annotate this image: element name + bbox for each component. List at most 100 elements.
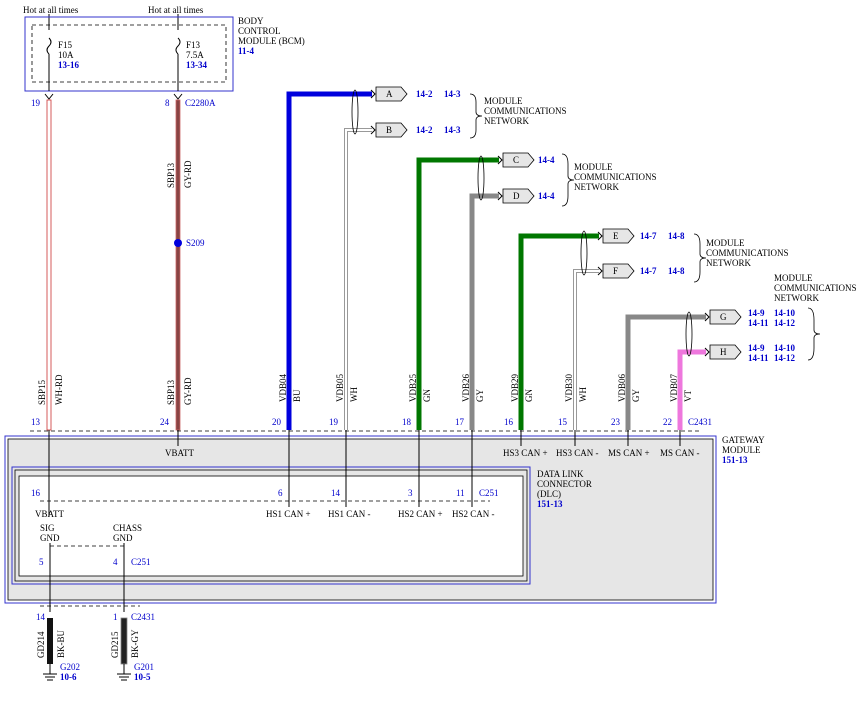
wire-vdb07 bbox=[677, 349, 706, 430]
ground-g202-name: G202 bbox=[60, 662, 80, 672]
can-wire-circuit: VDB05 bbox=[335, 373, 345, 402]
ground-section: 14 1 C2431 GD214 BK-BU GD215 BK-GY G202 … bbox=[36, 560, 155, 682]
connector-flag[interactable] bbox=[602, 263, 635, 279]
network-4-title-3: NETWORK bbox=[774, 293, 819, 303]
dlc-vbatt: VBATT bbox=[35, 509, 65, 519]
connector-flag[interactable] bbox=[502, 152, 535, 168]
connector-flag[interactable] bbox=[602, 228, 635, 244]
wire-sbp15-circuit: SBP15 bbox=[37, 379, 47, 405]
flag-ref-link[interactable]: 14-4 bbox=[538, 155, 555, 165]
connector-flag[interactable] bbox=[709, 309, 742, 325]
can-wire-circuit: VDB06 bbox=[617, 373, 627, 402]
flag-ref-link[interactable]: 14-7 bbox=[640, 231, 657, 241]
flag-ref-link[interactable]: 14-11 bbox=[748, 353, 769, 363]
power-wires: S209 SBP13 GY-RD SBP15 WH-RD SBP13 GY-RD bbox=[37, 93, 205, 431]
can-wire-color: WH bbox=[578, 387, 588, 402]
hot-label-left: Hot at all times bbox=[23, 5, 79, 15]
ground-icon bbox=[117, 673, 131, 681]
fuse-f15-name: F15 bbox=[58, 40, 73, 50]
connector-flag[interactable] bbox=[709, 344, 742, 360]
arrow-right-icon bbox=[597, 266, 603, 276]
flag-ref-link[interactable]: 14-12 bbox=[774, 318, 795, 328]
dlc-outer-outline bbox=[11, 466, 531, 585]
flag-ref-link[interactable]: 14-8 bbox=[668, 231, 685, 241]
network-4-title-2: COMMUNICATIONS bbox=[774, 283, 857, 293]
bcm-ref[interactable]: 11-4 bbox=[238, 46, 255, 56]
arrow-right-icon bbox=[370, 125, 376, 135]
flag-ref-link[interactable]: 14-11 bbox=[748, 318, 769, 328]
dlc-hs2-plus: HS2 CAN + bbox=[398, 509, 443, 519]
gateway-title-2: MODULE bbox=[722, 445, 761, 455]
network-2-title-1: MODULE bbox=[574, 162, 613, 172]
network-3-title-1: MODULE bbox=[706, 238, 745, 248]
dlc-pin-5: 5 bbox=[39, 557, 44, 567]
bcm-title-1: BODY bbox=[238, 16, 264, 26]
dlc-chass-1: CHASS bbox=[113, 523, 142, 533]
flag-ref-link[interactable]: 14-3 bbox=[444, 125, 461, 135]
twisted-pair-icon bbox=[477, 155, 485, 201]
network-titles: MODULE COMMUNICATIONS NETWORK MODULE COM… bbox=[469, 93, 857, 361]
wire-vdb05 bbox=[345, 129, 372, 430]
arrow-right-icon bbox=[497, 191, 503, 201]
arrow-right-icon bbox=[370, 89, 376, 99]
ground-g201-ref[interactable]: 10-5 bbox=[134, 672, 151, 682]
wire-gd215-color: BK-GY bbox=[130, 629, 140, 658]
connector-flag[interactable] bbox=[502, 188, 535, 204]
bcm-title-2: CONTROL bbox=[238, 26, 281, 36]
can-wire-pin: 19 bbox=[329, 417, 339, 427]
dlc-sig-1: SIG bbox=[40, 523, 55, 533]
flag-ref-link[interactable]: 14-2 bbox=[416, 89, 433, 99]
gateway-pin-24: 24 bbox=[160, 417, 170, 427]
bcm-outline bbox=[24, 16, 234, 92]
flag-ref-link[interactable]: 14-12 bbox=[774, 353, 795, 363]
flag-letter: C bbox=[513, 155, 519, 165]
flag-ref-link[interactable]: 14-9 bbox=[748, 343, 765, 353]
network-1-title-1: MODULE bbox=[484, 96, 523, 106]
dlc-ref[interactable]: 151-13 bbox=[537, 499, 563, 509]
flag-ref-link[interactable]: 14-4 bbox=[538, 191, 555, 201]
wire-sbp13-color-bot: GY-RD bbox=[183, 377, 193, 405]
ground-pin-14: 14 bbox=[36, 612, 46, 622]
wire-vdb26 bbox=[469, 193, 499, 430]
can-wire-color: VT bbox=[683, 390, 693, 402]
gateway-hs3-plus: HS3 CAN + bbox=[503, 448, 548, 458]
splice-s209-dot bbox=[174, 239, 182, 247]
gateway-connector: C2431 bbox=[688, 417, 712, 427]
gateway-ref[interactable]: 151-13 bbox=[722, 455, 748, 465]
flag-ref-link[interactable]: 14-2 bbox=[416, 125, 433, 135]
flag-ref-link[interactable]: 14-3 bbox=[444, 89, 461, 99]
wire-gd214-circuit: GD214 bbox=[36, 631, 46, 658]
gateway-vbatt: VBATT bbox=[165, 448, 195, 458]
can-wire-pin: 20 bbox=[272, 417, 282, 427]
dlc-connector: C251 bbox=[479, 488, 499, 498]
arrow-right-icon bbox=[597, 231, 603, 241]
wire-sbp13-color-top: GY-RD bbox=[183, 160, 193, 188]
flag-ref-link[interactable]: 14-10 bbox=[774, 343, 795, 353]
connector-flag[interactable] bbox=[375, 122, 408, 138]
can-wire-pin: 23 bbox=[611, 417, 621, 427]
wire-vdb06 bbox=[625, 314, 706, 430]
dlc-inner-outline bbox=[18, 475, 524, 577]
ground-g202-ref[interactable]: 10-6 bbox=[60, 672, 77, 682]
wire-sbp13-circuit-top: SBP13 bbox=[166, 162, 176, 188]
can-wire-pin: 22 bbox=[663, 417, 672, 427]
flag-ref-link[interactable]: 14-8 bbox=[668, 266, 685, 276]
bcm-pin-19: 19 bbox=[31, 98, 41, 108]
wire-sbp15 bbox=[46, 99, 52, 431]
ground-pin-1: 1 bbox=[113, 612, 118, 622]
fuse-f13-ref[interactable]: 13-34 bbox=[186, 60, 207, 70]
fuse-f13-icon bbox=[175, 37, 181, 55]
flag-ref-link[interactable]: 14-7 bbox=[640, 266, 657, 276]
wire-vdb29 bbox=[518, 233, 599, 430]
arrow-right-icon bbox=[497, 155, 503, 165]
fuse-f15-ref[interactable]: 13-16 bbox=[58, 60, 79, 70]
connector-flag[interactable] bbox=[375, 86, 408, 102]
wire-vdb05-outline bbox=[344, 128, 372, 430]
wire-sbp15-color: WH-RD bbox=[54, 374, 64, 405]
flag-ref-link[interactable]: 14-9 bbox=[748, 308, 765, 318]
flag-letter: H bbox=[720, 347, 727, 357]
brace-icon bbox=[807, 307, 821, 361]
flag-ref-link[interactable]: 14-10 bbox=[774, 308, 795, 318]
